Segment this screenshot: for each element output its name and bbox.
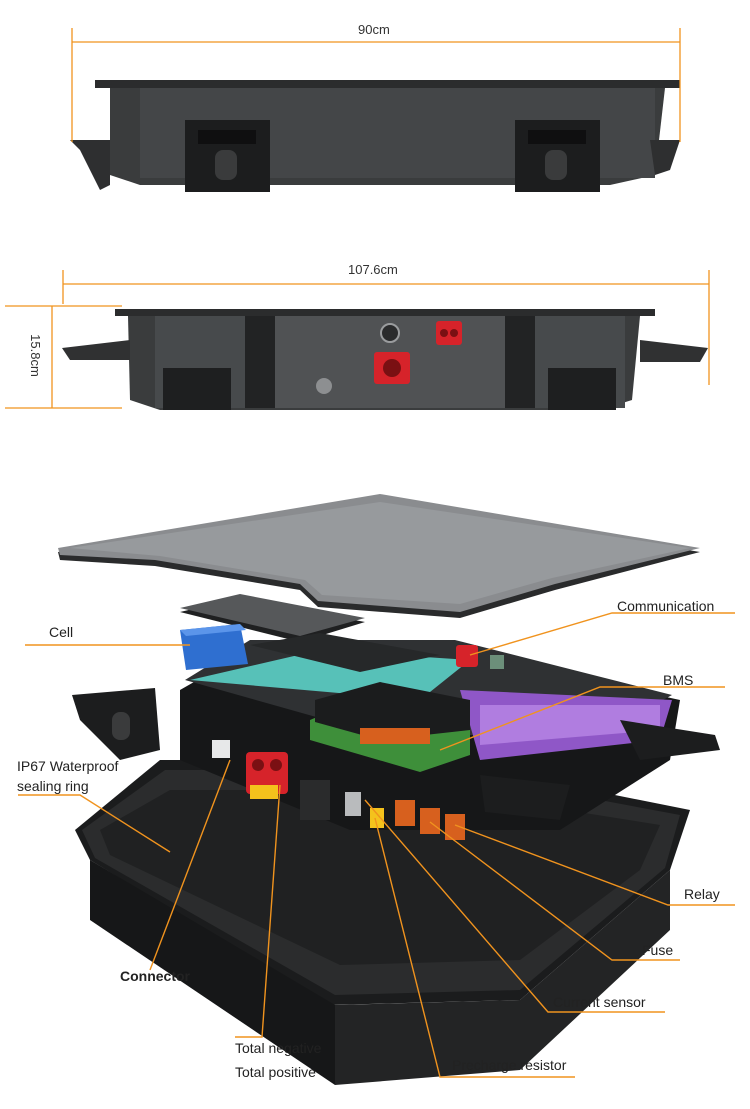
label-cell: Cell xyxy=(49,624,74,640)
small-cover-plate xyxy=(180,594,365,642)
leader-bms xyxy=(439,686,725,751)
label-sealing-line1: IP67 Waterproof xyxy=(17,758,119,774)
dimension-height-side-label: 15.8cm xyxy=(27,334,43,377)
label-total-positive: Total positive xyxy=(235,1064,316,1080)
side-connector-large xyxy=(374,352,410,384)
label-fuse: Fuse xyxy=(642,942,674,958)
label-connector: Connector xyxy=(120,968,190,984)
bms-board xyxy=(310,682,470,772)
battery-front-view xyxy=(70,80,680,192)
dimension-line-height-side xyxy=(5,305,122,409)
battery-side-view xyxy=(62,309,708,410)
top-cover xyxy=(58,494,700,618)
leader-relay xyxy=(454,824,735,906)
mount-bracket-left xyxy=(185,120,270,192)
label-current-sensor: Current sensor xyxy=(553,994,646,1010)
leader-precharge xyxy=(374,817,575,1078)
label-precharge-resistor: Precharge resistor xyxy=(452,1057,567,1073)
leader-current-sensor xyxy=(364,799,665,1013)
exploded-view xyxy=(58,494,720,1085)
side-rail-right xyxy=(480,720,720,820)
battery-cell xyxy=(180,624,248,670)
label-total-negative: Total negative xyxy=(235,1040,322,1056)
label-communication: Communication xyxy=(617,598,715,614)
dimension-line-width-side xyxy=(62,270,710,385)
power-connector xyxy=(212,740,288,799)
relays-fuses-group xyxy=(300,780,465,840)
dimension-width-side-label: 107.6cm xyxy=(348,262,398,277)
label-relay: Relay xyxy=(684,886,720,902)
leader-sealing xyxy=(18,794,171,853)
dimension-line-width-top xyxy=(71,28,681,142)
label-bms: BMS xyxy=(663,672,694,688)
dimension-width-top-label: 90cm xyxy=(358,22,390,37)
leader-fuse xyxy=(429,821,680,961)
communication-connector xyxy=(456,645,504,669)
side-bracket-left xyxy=(72,688,160,760)
leader-total xyxy=(235,784,281,1038)
mount-bracket-right xyxy=(515,120,600,192)
leader-communication xyxy=(469,612,735,656)
label-sealing-line2: sealing ring xyxy=(17,778,89,794)
leader-connector xyxy=(149,759,231,971)
side-connector-small xyxy=(436,321,462,345)
leader-lines xyxy=(18,612,735,1078)
